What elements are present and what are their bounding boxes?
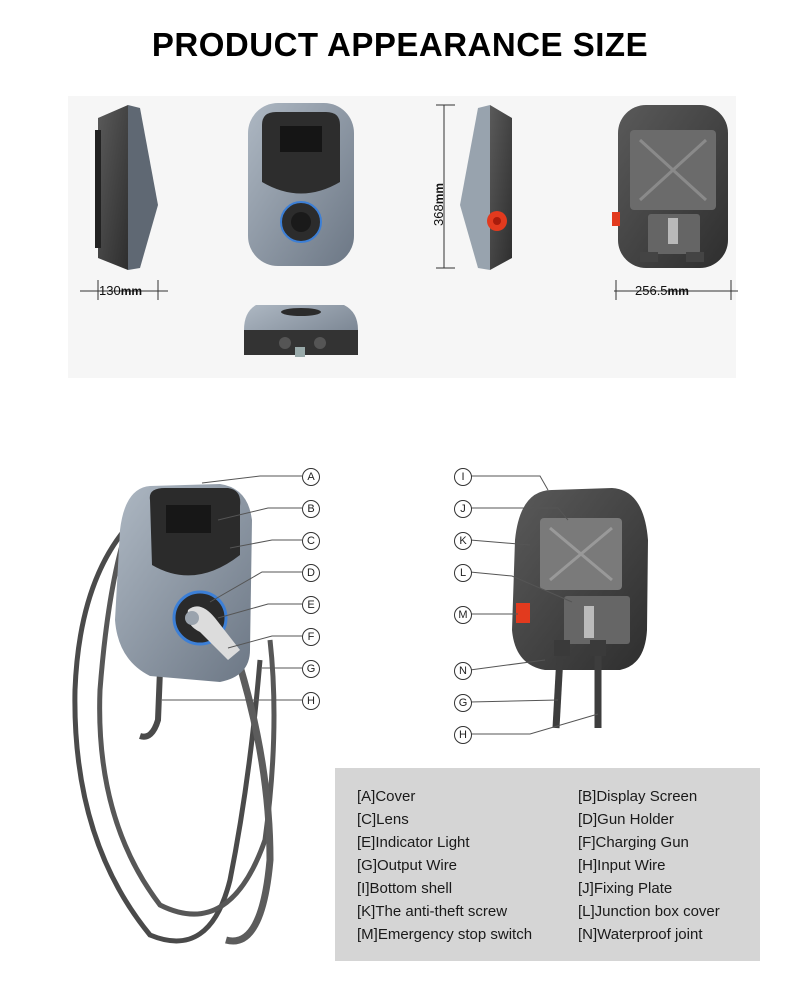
legend-item: [I]Bottom shell: [357, 880, 453, 897]
callout-e: E: [302, 596, 320, 614]
callout-i: I: [454, 468, 472, 486]
legend-row: [K]The anti-theft screw [L]Junction box …: [335, 903, 760, 926]
legend-item: [H]Input Wire: [578, 857, 666, 874]
width-dimension-label: 256.5mm: [635, 283, 689, 298]
front-perspective-view: [72, 484, 277, 945]
front-view: [248, 103, 354, 266]
callout-l: L: [454, 564, 472, 582]
callout-b: B: [302, 500, 320, 518]
callout-a: A: [302, 468, 320, 486]
legend-row: [I]Bottom shell [J]Fixing Plate: [335, 880, 760, 903]
front-callout-leaders: [162, 475, 302, 701]
callout-g-rear: G: [454, 694, 472, 712]
callout-j: J: [454, 500, 472, 518]
rear-view: [612, 105, 728, 268]
rear-callout-leaders: [469, 475, 599, 735]
legend-item: [E]Indicator Light: [357, 834, 470, 851]
page-title: PRODUCT APPEARANCE SIZE: [151, 26, 649, 63]
callout-k: K: [454, 532, 472, 550]
legend-row: [G]Output Wire [H]Input Wire: [335, 857, 760, 880]
callout-d: D: [302, 564, 320, 582]
legend-row: [E]Indicator Light [F]Charging Gun: [335, 834, 760, 857]
callout-n: N: [454, 662, 472, 680]
callout-h-front: H: [302, 692, 320, 710]
callout-c: C: [302, 532, 320, 550]
bottom-view: [244, 305, 358, 357]
callout-g-front: G: [302, 660, 320, 678]
legend-item: [C]Lens: [357, 811, 409, 828]
parts-legend: [A]Cover [B]Display Screen [C]Lens [D]Gu…: [335, 768, 760, 961]
legend-item: [K]The anti-theft screw: [357, 903, 508, 920]
height-dimension-label: 368mm: [431, 182, 446, 226]
legend-item: [N]Waterproof joint: [578, 926, 703, 943]
legend-item: [F]Charging Gun: [578, 834, 689, 851]
legend-item: [J]Fixing Plate: [578, 880, 673, 897]
legend-item: [L]Junction box cover: [578, 903, 720, 920]
legend-item: [B]Display Screen: [578, 788, 698, 805]
legend-item: [A]Cover: [357, 788, 416, 805]
depth-dimension-label: 130mm: [99, 283, 143, 298]
legend-item: [D]Gun Holder: [578, 811, 674, 828]
side-view-left: [95, 105, 158, 270]
legend-row: [A]Cover [B]Display Screen: [335, 788, 760, 811]
legend-row: [C]Lens [D]Gun Holder: [335, 811, 760, 834]
callout-m: M: [454, 606, 472, 624]
legend-item: [M]Emergency stop switch: [357, 926, 533, 943]
side-view-right: [460, 105, 512, 270]
callout-f: F: [302, 628, 320, 646]
callout-h-rear: H: [454, 726, 472, 744]
legend-item: [G]Output Wire: [357, 857, 458, 874]
rear-perspective-view: [512, 488, 648, 729]
legend-row: [M]Emergency stop switch [N]Waterproof j…: [335, 926, 760, 949]
